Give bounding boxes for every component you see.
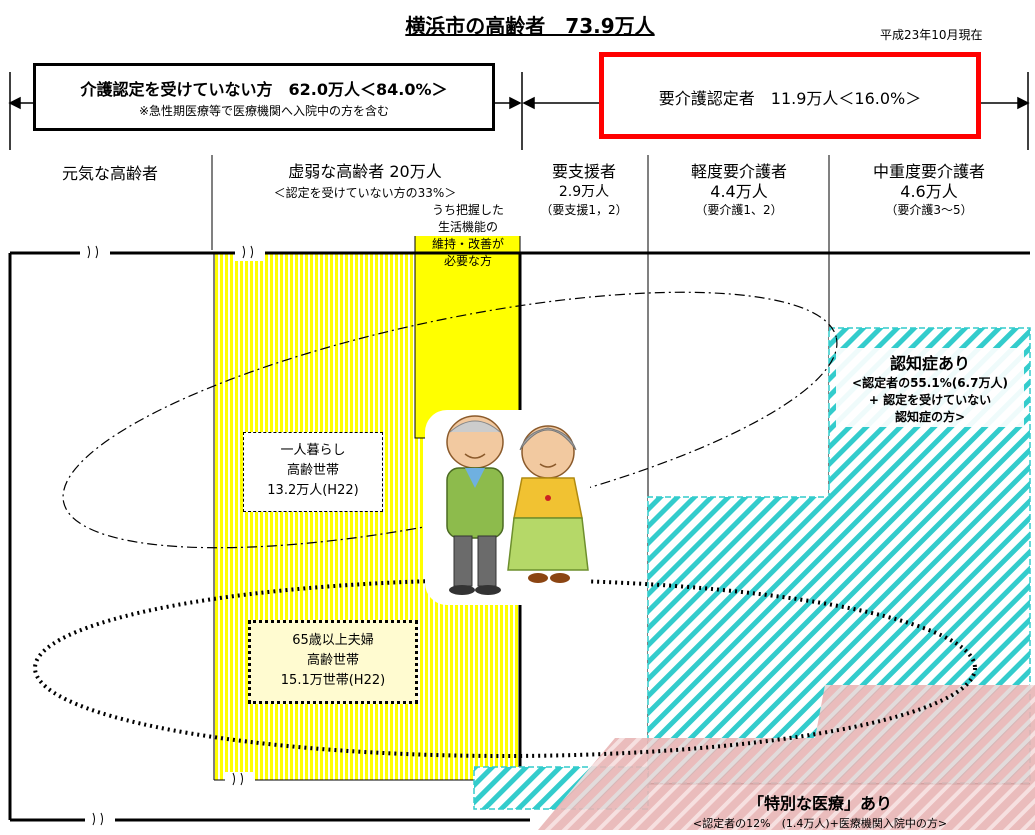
frail-subset-line: うち把握した	[414, 202, 522, 219]
special-medical-region	[538, 685, 1035, 830]
light-column-title: 軽度要介護者	[690, 162, 787, 181]
support-column-sub: （要支援1，2）	[540, 203, 628, 217]
dementia-line: 認知症の方>	[894, 410, 966, 424]
frail-column-sub: ＜認定を受けていない方の33%＞	[273, 186, 457, 200]
frail-subset-region	[414, 227, 521, 439]
not-certified-label: 介護認定を受けていない方 62.0万人＜84.0%＞	[80, 80, 448, 99]
living-alone-box: 一人暮らし 高齢世帯 13.2万人(H22)	[243, 432, 383, 512]
dementia-line: + 認定を受けていない	[868, 393, 992, 407]
heavy-column-sub: （要介護3～5）	[885, 203, 973, 217]
span-arrows	[8, 72, 1030, 150]
dementia-line: <認定者の55.1%(6.7万人)	[852, 376, 1008, 390]
break-marks	[80, 245, 265, 828]
support-column-title: 要支援者	[551, 162, 616, 181]
heavy-column-header: 中重度要介護者 4.6万人 （要介護3～5）	[831, 162, 1027, 218]
certified-label: 要介護認定者 11.9万人＜16.0%＞	[658, 89, 922, 108]
couples-line: 65歳以上夫婦	[292, 633, 374, 648]
frail-column-header: 虚弱な高齢者 20万人 ＜認定を受けていない方の33%＞	[215, 162, 515, 201]
dementia-title: 認知症あり	[889, 354, 970, 373]
elderly-couple-icon	[425, 410, 590, 605]
frail-column-title: 虚弱な高齢者 20万人	[288, 162, 442, 181]
support-column-header: 要支援者 2.9万人 （要支援1，2）	[522, 162, 646, 218]
light-column-count: 4.4万人	[710, 182, 768, 201]
light-column-sub: （要介護1、2）	[695, 203, 783, 217]
couples-line: 高齢世帯	[306, 653, 359, 668]
living-alone-line: 13.2万人(H22)	[267, 483, 359, 498]
as-of-date: 平成23年10月現在	[880, 28, 983, 42]
special-medical-title: 「特別な医療」あり	[747, 794, 892, 813]
frail-subset-line: 必要な方	[443, 254, 492, 268]
couples-box: 65歳以上夫婦 高齢世帯 15.1万世帯(H22)	[248, 620, 418, 704]
heavy-column-count: 4.6万人	[900, 182, 958, 201]
page-title: 横浜市の高齢者 73.9万人	[405, 14, 655, 38]
frail-subset-line: 維持・改善が	[431, 237, 504, 251]
special-medical-label: 「特別な医療」あり <認定者の12% (1.4万人)+医療機関入院中の方>	[610, 790, 1030, 831]
light-column-header: 軽度要介護者 4.4万人 （要介護1、2）	[650, 162, 828, 218]
support-column-count: 2.9万人	[558, 184, 610, 200]
not-certified-note: ※急性期医療等で医療機関へ入院中の方を含む	[138, 104, 390, 118]
dementia-label: 認知症あり <認定者の55.1%(6.7万人) + 認定を受けていない 認知症の…	[836, 348, 1024, 427]
special-medical-sub: <認定者の12% (1.4万人)+医療機関入院中の方>	[692, 817, 948, 830]
heavy-column-title: 中重度要介護者	[872, 162, 985, 181]
living-alone-line: 高齢世帯	[286, 463, 339, 478]
dotted-ellipse	[33, 578, 977, 758]
healthy-column-title: 元気な高齢者	[61, 164, 158, 183]
certified-box: 要介護認定者 11.9万人＜16.0%＞	[599, 52, 981, 139]
frail-subset-label: うち把握した 生活機能の 維持・改善が 必要な方	[414, 202, 522, 270]
living-alone-line: 一人暮らし	[280, 443, 346, 458]
couples-line: 15.1万世帯(H22)	[280, 673, 386, 688]
frail-subset-line: 生活機能の	[414, 219, 522, 236]
not-certified-box: 介護認定を受けていない方 62.0万人＜84.0%＞ ※急性期医療等で医療機関へ…	[33, 63, 495, 131]
